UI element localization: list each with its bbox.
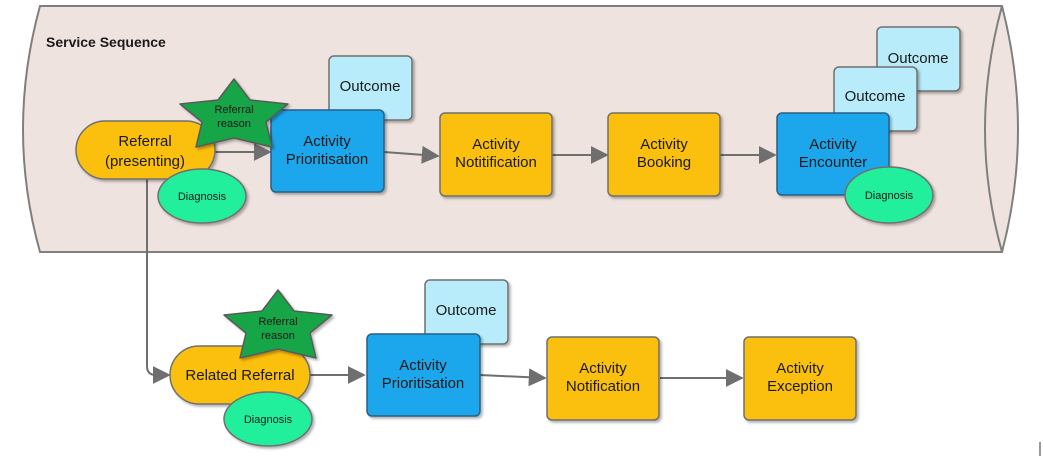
referral-presenting-node[interactable]: Referral (presenting) — [75, 120, 216, 180]
diagnosis-ellipse-2[interactable]: Diagnosis — [844, 166, 934, 224]
diagnosis-ellipse-3[interactable]: Diagnosis — [223, 391, 313, 447]
outcome-box-1[interactable]: Outcome — [328, 55, 413, 121]
referral-presenting-label-1: Referral — [118, 133, 171, 150]
diagnosis-label-3: Diagnosis — [244, 414, 293, 426]
activity-exception-label-a: Activity — [776, 360, 824, 377]
outcome-box-4[interactable]: Outcome — [424, 279, 509, 345]
activity-booking-label-b: Booking — [637, 154, 691, 171]
activity-prioritisation-label-2a: Activity — [399, 357, 447, 374]
activity-encounter-label-b: Encounter — [799, 154, 867, 171]
related-referral-node[interactable]: Related Referral — [169, 345, 311, 405]
activity-prioritisation-label-2b: Prioritisation — [382, 375, 465, 392]
activity-notification-label-1b: Notitification — [455, 154, 537, 171]
service-sequence-title: Service Sequence — [46, 34, 166, 50]
activity-notification-label-1a: Activity — [472, 136, 520, 153]
outcome-label-4: Outcome — [436, 302, 497, 319]
activity-prioritisation-label-1a: Activity — [303, 133, 351, 150]
arrow-prioritisation-to-notification — [383, 145, 440, 164]
referral-reason-label-1b: reason — [217, 118, 251, 130]
arrow-referral-to-related-referral — [146, 178, 171, 384]
diagnosis-ellipse-1[interactable]: Diagnosis — [157, 168, 247, 224]
referral-reason-label-1a: Referral — [214, 104, 253, 116]
activity-encounter-label-a: Activity — [809, 136, 857, 153]
diagnosis-label-1: Diagnosis — [178, 191, 227, 203]
referral-reason-label-2b: reason — [261, 330, 295, 342]
activity-exception-label-b: Exception — [767, 378, 833, 395]
outcome-label-3: Outcome — [888, 50, 949, 67]
connectors — [146, 143, 777, 387]
activity-notification-node-2[interactable]: Activity Notification — [546, 336, 660, 421]
related-referral-label: Related Referral — [185, 367, 294, 384]
activity-notification-label-2b: Notification — [566, 378, 640, 395]
referral-reason-label-2a: Referral — [258, 316, 297, 328]
activity-booking-label-a: Activity — [640, 136, 688, 153]
activity-prioritisation-label-1b: Prioritisation — [286, 151, 369, 168]
diagnosis-label-2: Diagnosis — [865, 190, 914, 202]
activity-prioritisation-node-1[interactable]: Activity Prioritisation — [270, 109, 385, 193]
referral-reason-star-1[interactable]: Referral reason — [179, 78, 289, 148]
activity-prioritisation-node-2[interactable]: Activity Prioritisation — [366, 333, 481, 417]
outcome-label-2: Outcome — [845, 88, 906, 105]
arrow-prioritisation-to-notification-2 — [479, 368, 547, 387]
activity-booking-node[interactable]: Activity Booking — [607, 112, 721, 197]
referral-presenting-label-2: (presenting) — [105, 153, 185, 170]
outcome-label-1: Outcome — [340, 78, 401, 95]
referral-reason-star-2[interactable]: Referral reason — [223, 289, 333, 359]
activity-notification-label-2a: Activity — [579, 360, 627, 377]
activity-notification-node-1[interactable]: Activity Notitification — [439, 112, 553, 197]
activity-exception-node[interactable]: Activity Exception — [743, 336, 857, 421]
